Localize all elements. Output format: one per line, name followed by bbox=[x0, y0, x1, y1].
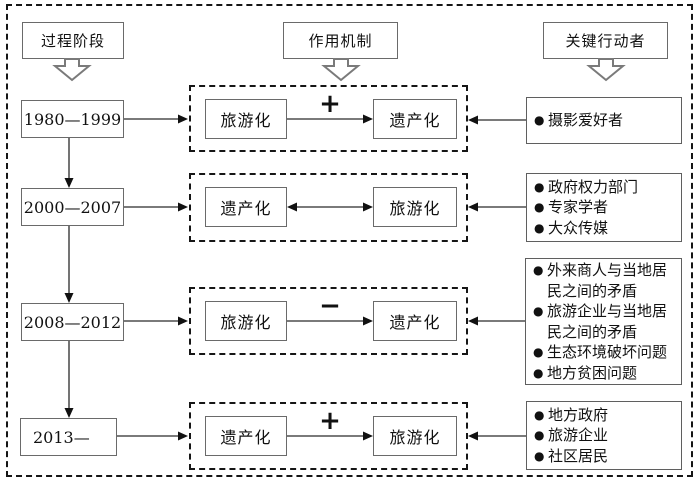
period-label: 2000—2007 bbox=[23, 197, 122, 217]
actor-label: 地方政府 bbox=[548, 405, 609, 424]
actor-label: 政府权力部门 bbox=[548, 177, 639, 196]
mechanism-left-box-row4: 遗产化 bbox=[205, 416, 287, 456]
header-key-actors-label: 关键行动者 bbox=[565, 32, 646, 50]
plus-sign-row1: + bbox=[319, 89, 341, 119]
actor-item: ● 外来商人与当地居民之间的矛盾 bbox=[533, 260, 677, 301]
plus-sign-row4: + bbox=[319, 406, 341, 436]
mechanism-right-box-row1: 遗产化 bbox=[373, 99, 457, 139]
actor-label: 摄影爱好者 bbox=[548, 111, 624, 130]
header-process-stage-label: 过程阶段 bbox=[40, 32, 105, 50]
actor-item: ● 专家学者 bbox=[534, 197, 677, 218]
period-box-2008-2012: 2008—2012 bbox=[21, 303, 124, 341]
header-key-actors: 关键行动者 bbox=[543, 22, 668, 59]
actor-label: 生态环境破坏问题 bbox=[547, 343, 668, 361]
header-mechanism-label: 作用机制 bbox=[308, 32, 373, 50]
bullet-icon: ● bbox=[534, 220, 545, 235]
bullet-icon: ● bbox=[534, 448, 545, 463]
outer-dashed-frame bbox=[6, 4, 693, 477]
bullet-icon: ● bbox=[534, 179, 545, 194]
actors-box-row4: ● 地方政府 ● 旅游企业 ● 社区居民 bbox=[526, 401, 682, 470]
period-label: 2008—2012 bbox=[23, 312, 122, 332]
actors-box-row3: ● 外来商人与当地居民之间的矛盾 ● 旅游企业与当地居民之间的矛盾 ● 生态环境… bbox=[525, 258, 682, 385]
actor-item: ● 旅游企业 bbox=[534, 425, 677, 446]
bullet-icon: ● bbox=[533, 263, 544, 277]
period-box-2000-2007: 2000—2007 bbox=[21, 188, 124, 226]
header-mechanism: 作用机制 bbox=[283, 22, 398, 59]
mechanism-right-label: 遗产化 bbox=[389, 111, 441, 130]
bullet-icon: ● bbox=[533, 365, 544, 380]
actor-item: ● 摄影爱好者 bbox=[534, 110, 677, 131]
mechanism-left-box-row3: 旅游化 bbox=[205, 301, 287, 341]
mechanism-left-label: 旅游化 bbox=[220, 111, 272, 130]
mechanism-left-label: 遗产化 bbox=[220, 428, 272, 447]
period-box-1980-1999: 1980—1999 bbox=[21, 100, 124, 138]
mechanism-right-label: 旅游化 bbox=[389, 428, 441, 447]
minus-sign-row3: − bbox=[319, 291, 341, 321]
bullet-icon: ● bbox=[534, 428, 545, 443]
actor-item: ● 生态环境破坏问题 bbox=[533, 342, 677, 363]
actor-label: 外来商人与当地居民之间的矛盾 bbox=[547, 261, 668, 300]
header-process-stage: 过程阶段 bbox=[22, 22, 124, 59]
bullet-icon: ● bbox=[534, 200, 545, 215]
bullet-icon: ● bbox=[534, 407, 545, 422]
actors-box-row2: ● 政府权力部门 ● 专家学者 ● 大众传媒 bbox=[526, 173, 682, 242]
actor-label: 旅游企业与当地居民之间的矛盾 bbox=[547, 302, 668, 341]
actor-item: ● 地方贫困问题 bbox=[533, 363, 677, 384]
actor-item: ● 大众传媒 bbox=[534, 218, 677, 239]
mechanism-right-box-row4: 旅游化 bbox=[373, 416, 457, 456]
actor-item: ● 地方政府 bbox=[534, 405, 677, 426]
mechanism-left-label: 旅游化 bbox=[220, 313, 272, 332]
mechanism-right-box-row3: 遗产化 bbox=[373, 301, 457, 341]
bullet-icon: ● bbox=[534, 113, 545, 128]
mechanism-left-box-row1: 旅游化 bbox=[205, 99, 287, 139]
actors-box-row1: ● 摄影爱好者 bbox=[526, 97, 682, 144]
bullet-icon: ● bbox=[533, 345, 544, 359]
mechanism-right-label: 旅游化 bbox=[389, 199, 441, 218]
actor-item: ● 社区居民 bbox=[534, 446, 677, 467]
period-label: 2013— bbox=[33, 427, 90, 447]
actor-label: 专家学者 bbox=[548, 198, 609, 217]
actor-label: 旅游企业 bbox=[548, 426, 609, 445]
actor-label: 大众传媒 bbox=[548, 218, 609, 237]
mechanism-left-box-row2: 遗产化 bbox=[205, 187, 287, 227]
mechanism-right-box-row2: 旅游化 bbox=[373, 187, 457, 227]
actor-label: 社区居民 bbox=[548, 446, 609, 465]
actor-item: ● 旅游企业与当地居民之间的矛盾 bbox=[533, 301, 677, 342]
bullet-icon: ● bbox=[533, 304, 544, 318]
period-label: 1980—1999 bbox=[23, 109, 122, 129]
mechanism-right-label: 遗产化 bbox=[389, 313, 441, 332]
mechanism-left-label: 遗产化 bbox=[220, 199, 272, 218]
actor-label: 地方贫困问题 bbox=[547, 363, 638, 382]
period-box-2013: 2013— bbox=[20, 418, 117, 456]
actor-item: ● 政府权力部门 bbox=[534, 177, 677, 198]
